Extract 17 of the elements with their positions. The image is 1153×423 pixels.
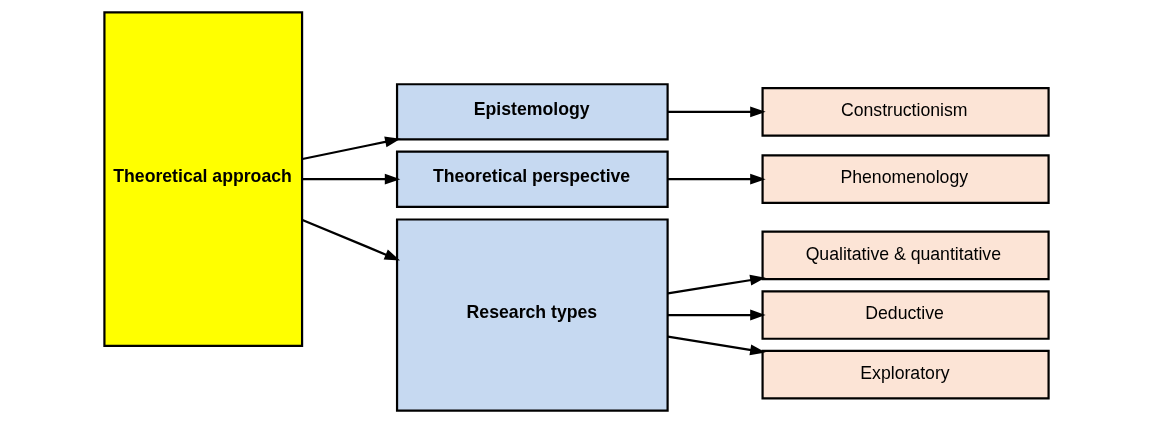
arrow (302, 218, 401, 261)
node-box: Qualitative & quantitative (761, 230, 1050, 281)
node-box: Epistemology (395, 83, 669, 141)
arrow (667, 173, 766, 185)
node-box: Theoretical approach (103, 11, 304, 348)
arrow (302, 173, 401, 185)
arrow (667, 309, 766, 321)
node-box: Exploratory (761, 349, 1050, 400)
node-box: Theoretical perspective (395, 150, 669, 208)
node-box: Deductive (761, 290, 1050, 340)
arrow (667, 274, 766, 295)
arrow (302, 136, 401, 161)
node-box: Constructionism (761, 87, 1050, 137)
arrow (667, 335, 766, 356)
node-box: Research types (395, 218, 669, 412)
node-box: Phenomenology (761, 154, 1050, 205)
arrow (667, 106, 766, 118)
